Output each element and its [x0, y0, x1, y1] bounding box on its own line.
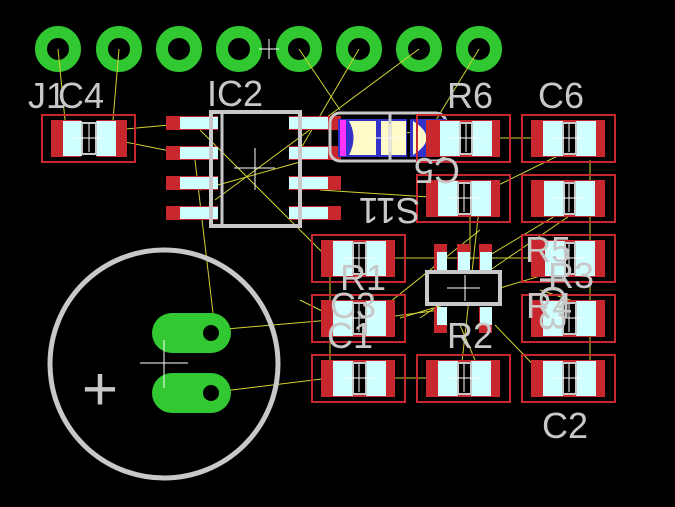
component-r2[interactable] — [416, 354, 511, 403]
header-pin[interactable] — [216, 26, 262, 72]
component-ic2[interactable] — [166, 110, 341, 228]
header-pin[interactable] — [396, 26, 442, 72]
label-j1: J1 — [28, 75, 66, 116]
label-s11: S11 — [359, 190, 420, 231]
label-c5: C5 — [414, 150, 460, 191]
header-j1[interactable] — [35, 26, 502, 72]
component-r4[interactable] — [521, 294, 616, 343]
component-c5[interactable] — [416, 174, 511, 223]
origin-cross-icon — [259, 39, 279, 59]
component-r1[interactable] — [311, 234, 406, 283]
component-c2[interactable] — [521, 354, 616, 403]
header-pin[interactable] — [96, 26, 142, 72]
label-c2: C2 — [542, 405, 588, 446]
component-ic3[interactable] — [425, 244, 502, 333]
component-r3[interactable] — [521, 234, 616, 283]
component-c1[interactable] — [311, 354, 406, 403]
label-r6: R6 — [447, 75, 493, 116]
header-pin[interactable] — [276, 26, 322, 72]
label-c1: C1 — [327, 315, 373, 356]
label-ic3: IC3 — [532, 275, 573, 331]
component-r5-upper[interactable] — [521, 174, 616, 223]
label-r5: R5 — [525, 229, 571, 270]
header-pin[interactable] — [456, 26, 502, 72]
component-c3[interactable] — [311, 294, 406, 343]
label-c6: C6 — [538, 75, 584, 116]
label-r3: R3 — [548, 255, 594, 296]
header-pin[interactable] — [336, 26, 382, 72]
label-r1: R1 — [340, 257, 386, 298]
label-r2: R2 — [447, 315, 493, 356]
label-c4: C4 — [58, 75, 104, 116]
header-pin[interactable] — [156, 26, 202, 72]
component-r6[interactable] — [416, 114, 511, 163]
polarity-plus-label: + — [82, 355, 118, 424]
component-c6[interactable] — [521, 114, 616, 163]
component-electrolytic-capacitor[interactable]: + — [47, 247, 281, 481]
label-c3: C3 — [330, 285, 376, 326]
component-c4[interactable] — [41, 114, 136, 163]
header-pin[interactable] — [35, 26, 81, 72]
label-r4: R4 — [526, 285, 572, 326]
label-ic2: IC2 — [207, 73, 263, 114]
